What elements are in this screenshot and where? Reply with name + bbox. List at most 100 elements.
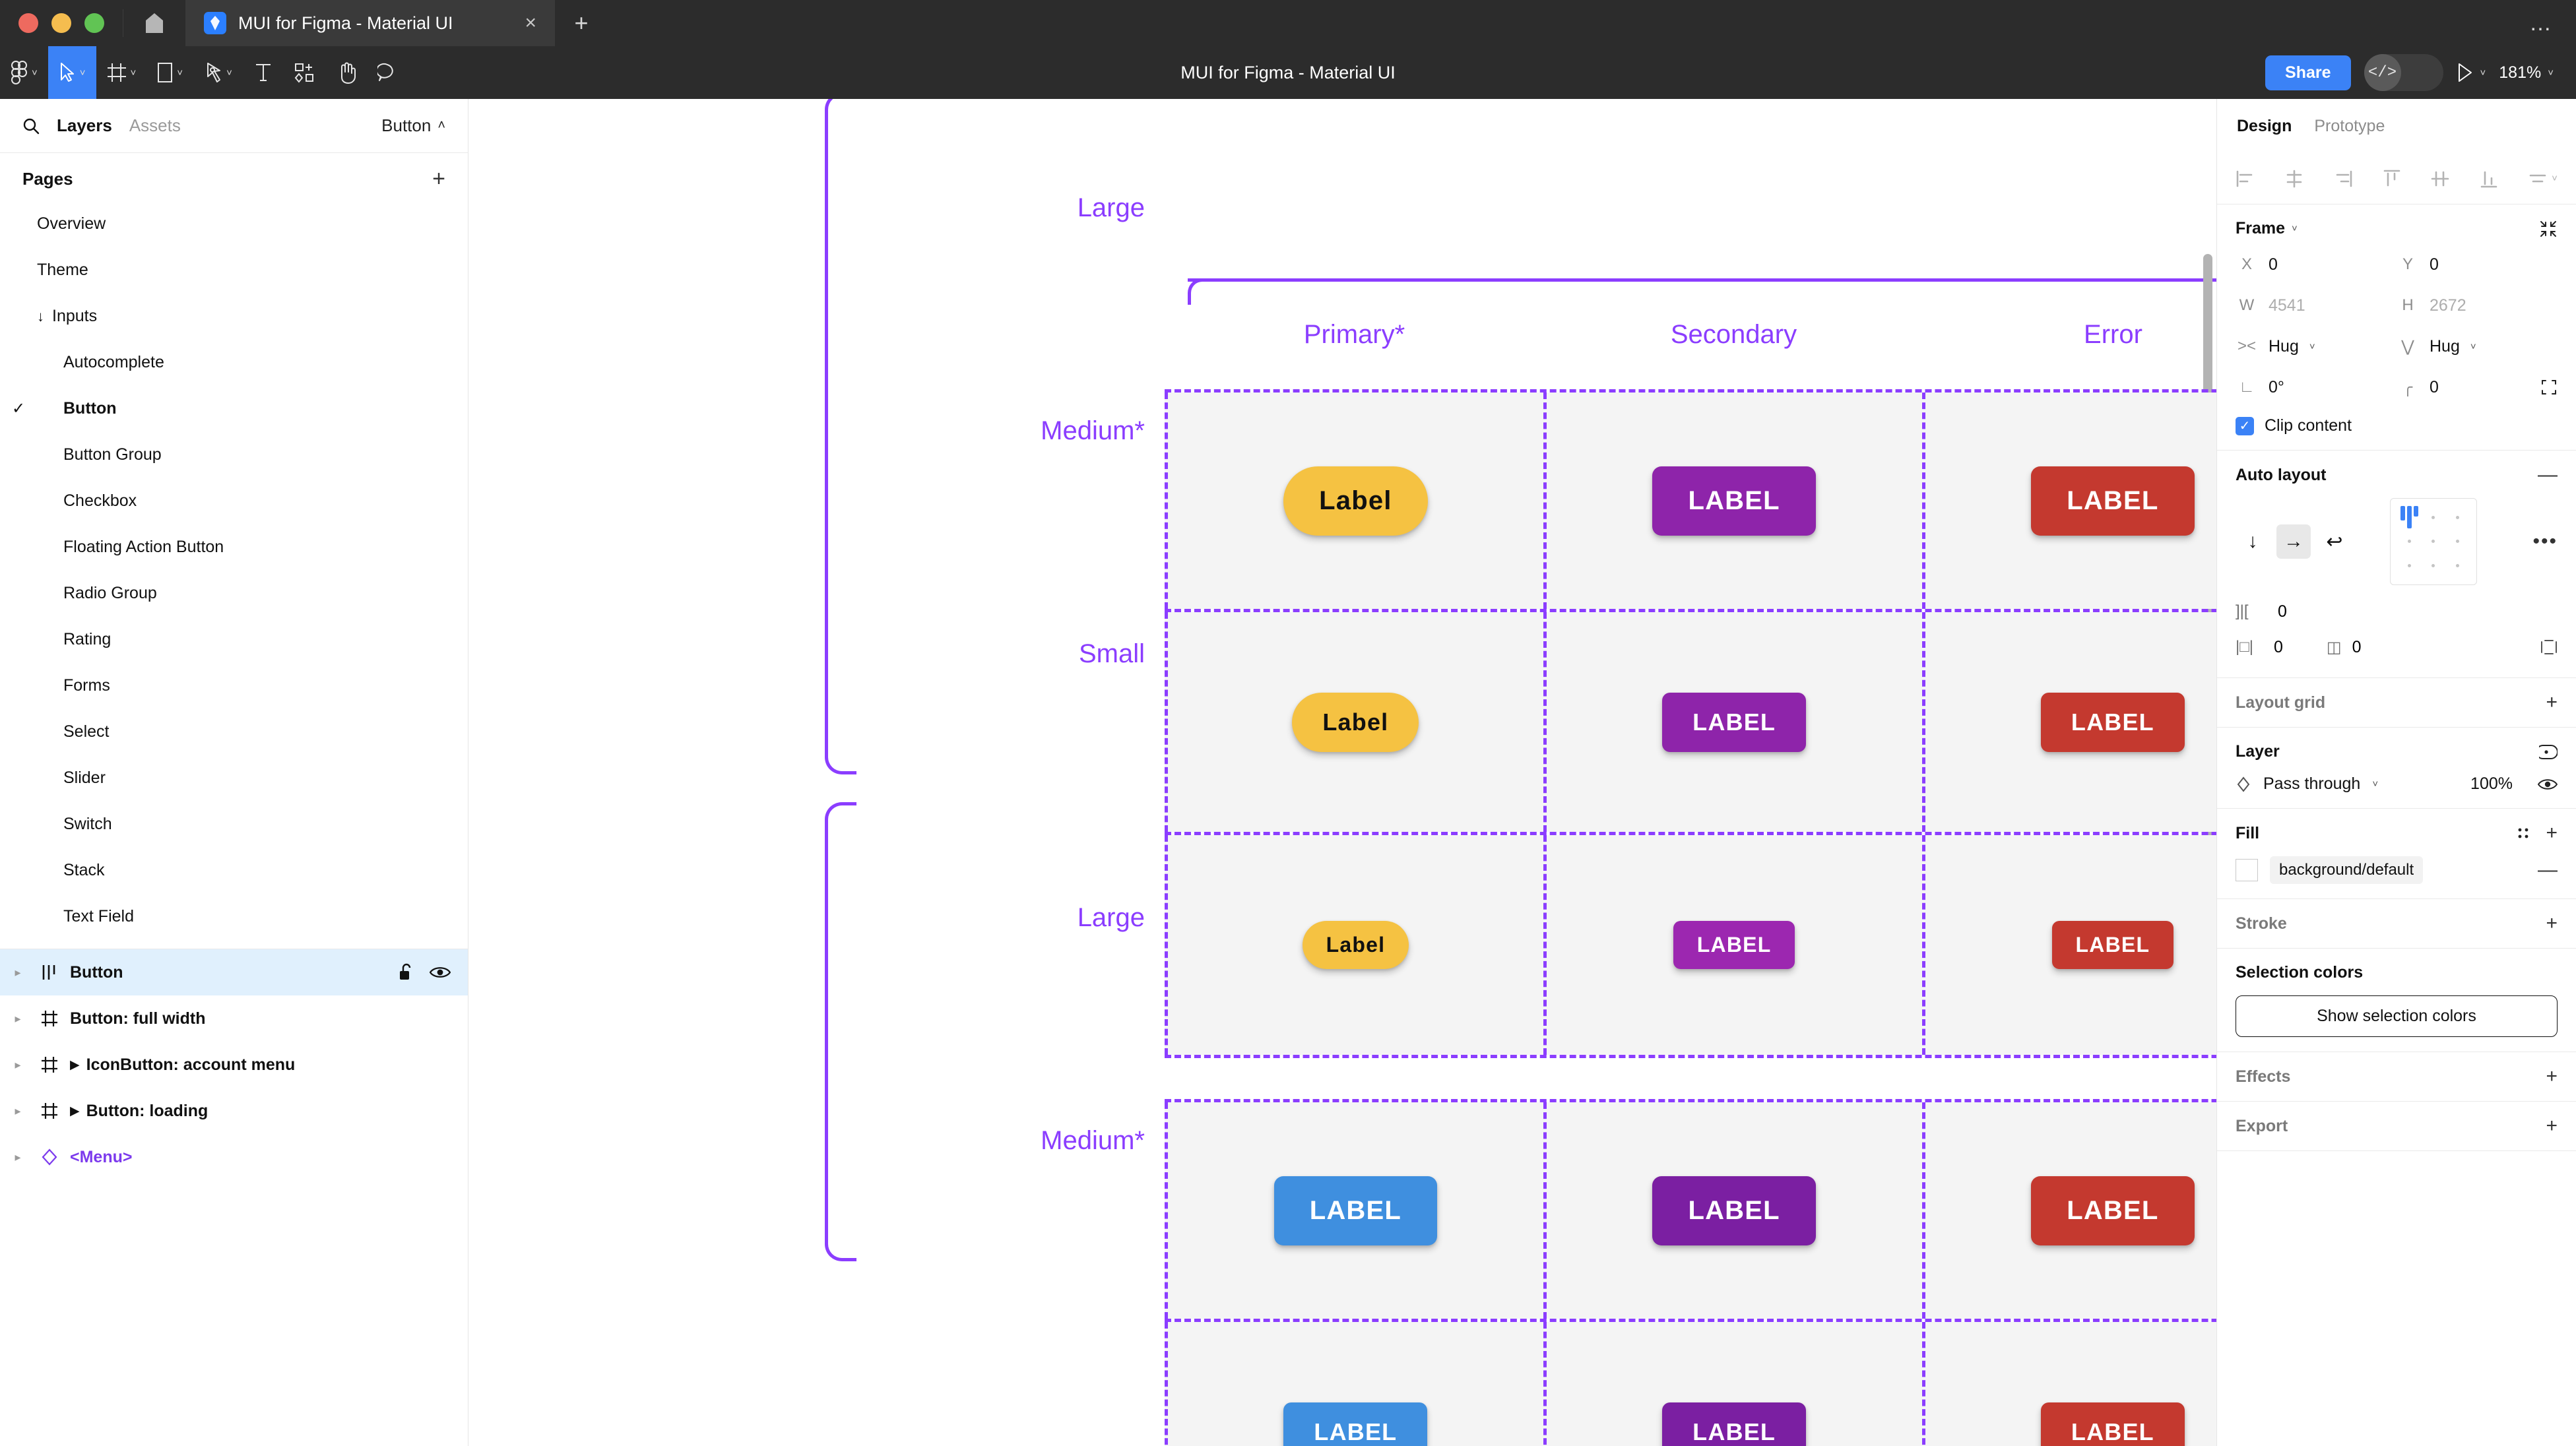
gap-value[interactable]: 0	[2278, 602, 2287, 621]
frame-width-field[interactable]: W 4541	[2236, 291, 2397, 320]
tool-figma-menu[interactable]: ˅	[0, 46, 48, 99]
tab-assets[interactable]: Assets	[129, 115, 181, 135]
frame-corner-field[interactable]: ╭ 0	[2397, 373, 2558, 402]
mui-button[interactable]: LABEL	[1283, 1402, 1428, 1446]
page-item-floating-action-button[interactable]: Floating Action Button	[0, 524, 468, 570]
independent-corners-icon[interactable]	[2540, 379, 2558, 396]
layer-row[interactable]: ▸<Menu>	[0, 1134, 468, 1180]
frame-hug-height[interactable]: ⋁ Hug ˅	[2397, 332, 2558, 361]
align-left-icon[interactable]	[2236, 169, 2255, 189]
tab-design[interactable]: Design	[2237, 116, 2292, 135]
tool-move[interactable]: ˅	[48, 46, 96, 99]
alignment-pad[interactable]	[2390, 498, 2477, 585]
direction-wrap-icon[interactable]: ↩	[2326, 530, 2343, 553]
page-item-select[interactable]: Select	[0, 708, 468, 755]
layer-row[interactable]: ▸Button: full width	[0, 995, 468, 1042]
page-item-button-group[interactable]: Button Group	[0, 431, 468, 478]
clip-content-checkbox[interactable]: ✓	[2236, 416, 2254, 435]
mui-button[interactable]: Label	[1283, 466, 1428, 536]
tool-text[interactable]	[243, 46, 284, 99]
vertical-padding-value[interactable]: 0	[2352, 637, 2362, 656]
frame-rotation-field[interactable]: ∟ 0°	[2236, 373, 2397, 402]
fill-color-swatch[interactable]	[2236, 859, 2258, 881]
mui-button[interactable]: LABEL	[1652, 466, 1816, 536]
chevron-down-icon[interactable]: ˅	[2292, 223, 2298, 234]
search-icon[interactable]	[22, 117, 40, 135]
add-page-button[interactable]: +	[432, 166, 445, 191]
page-item-button[interactable]: ✓Button	[0, 385, 468, 431]
mui-button[interactable]: LABEL	[2040, 692, 2185, 752]
page-item-radio-group[interactable]: Radio Group	[0, 570, 468, 616]
layer-row[interactable]: ▸▶Button: loading	[0, 1088, 468, 1134]
tab-layers[interactable]: Layers	[57, 115, 112, 135]
frame-x-field[interactable]: X 0	[2236, 250, 2397, 279]
fill-token-chip[interactable]: background/default	[2270, 856, 2424, 884]
frame-height-field[interactable]: H 2672	[2397, 291, 2558, 320]
auto-layout-more-button[interactable]: •••	[2532, 530, 2558, 552]
browser-tab[interactable]: MUI for Figma - Material UI ×	[185, 0, 555, 46]
window-overflow-icon[interactable]: …	[2529, 10, 2554, 36]
align-horizontal-center-icon[interactable]	[2284, 169, 2304, 189]
page-item-forms[interactable]: Forms	[0, 662, 468, 708]
unlock-icon[interactable]	[398, 963, 415, 982]
tool-shape[interactable]: ˅	[146, 46, 193, 99]
layer-expand-triangle-icon[interactable]: ▶	[70, 1057, 80, 1072]
mui-button[interactable]: LABEL	[1652, 1176, 1816, 1245]
new-tab-button[interactable]: +	[574, 9, 589, 36]
mui-button[interactable]: LABEL	[1662, 692, 1807, 752]
layer-row[interactable]: ▸Button	[0, 949, 468, 995]
style-picker-icon[interactable]	[2515, 825, 2531, 841]
layer-disclosure-icon[interactable]: ▸	[15, 1150, 21, 1164]
page-item-overview[interactable]: Overview	[0, 201, 468, 247]
mui-button[interactable]: Label	[1292, 692, 1419, 752]
align-right-icon[interactable]	[2333, 169, 2353, 189]
layer-disclosure-icon[interactable]: ▸	[15, 1057, 21, 1071]
mui-button[interactable]: LABEL	[2040, 1402, 2185, 1446]
blend-mode-value[interactable]: Pass through	[2263, 774, 2361, 793]
individual-padding-icon[interactable]	[2540, 639, 2558, 656]
align-vertical-center-icon[interactable]	[2430, 169, 2450, 189]
home-button[interactable]	[123, 0, 185, 46]
tool-hand[interactable]	[326, 46, 367, 99]
add-export-button[interactable]: +	[2546, 1115, 2558, 1137]
close-window-button[interactable]	[18, 13, 38, 33]
tool-frame[interactable]: ˅	[96, 46, 147, 99]
opacity-value[interactable]: 100%	[2470, 774, 2513, 793]
minimize-window-button[interactable]	[51, 13, 71, 33]
zoom-control[interactable]: 181% ˅	[2499, 63, 2554, 82]
layer-disclosure-icon[interactable]: ▸	[15, 965, 21, 979]
remove-auto-layout-button[interactable]: —	[2538, 464, 2558, 486]
page-item-rating[interactable]: Rating	[0, 616, 468, 662]
page-item-switch[interactable]: Switch	[0, 801, 468, 847]
eye-icon[interactable]	[430, 964, 451, 980]
design-canvas[interactable]: Container Primary*SecondaryErrorWarning …	[468, 99, 2216, 1446]
maximize-window-button[interactable]	[84, 13, 104, 33]
mui-button[interactable]: Label	[1302, 921, 1409, 969]
page-item-text-field[interactable]: Text Field	[0, 893, 468, 939]
mui-button[interactable]: LABEL	[1273, 1176, 1438, 1245]
direction-vertical-icon[interactable]: ↓	[2247, 530, 2258, 552]
page-item-checkbox[interactable]: Checkbox	[0, 478, 468, 524]
eye-icon[interactable]	[2538, 776, 2558, 792]
layer-disclosure-icon[interactable]: ▸	[15, 1104, 21, 1117]
horizontal-padding-value[interactable]: 0	[2274, 637, 2283, 656]
align-top-icon[interactable]	[2382, 169, 2402, 189]
tool-resources[interactable]	[284, 46, 326, 99]
layer-settings-icon[interactable]	[2539, 743, 2558, 761]
add-stroke-button[interactable]: +	[2546, 912, 2558, 934]
show-selection-colors-button[interactable]: Show selection colors	[2236, 995, 2558, 1037]
add-layout-grid-button[interactable]: +	[2546, 691, 2558, 713]
frame-y-field[interactable]: Y 0	[2397, 250, 2558, 279]
layer-disclosure-icon[interactable]: ▸	[15, 1011, 21, 1025]
layer-expand-triangle-icon[interactable]: ▶	[70, 1104, 80, 1118]
mui-button[interactable]: LABEL	[2051, 921, 2174, 969]
dev-mode-toggle[interactable]: </>	[2364, 54, 2443, 91]
present-button[interactable]: ˅	[2457, 63, 2486, 82]
frame-hug-width[interactable]: >< Hug ˅	[2236, 332, 2397, 361]
layer-row[interactable]: ▸▶IconButton: account menu	[0, 1042, 468, 1088]
page-item-stack[interactable]: Stack	[0, 847, 468, 893]
clip-content-row[interactable]: ✓ Clip content	[2236, 416, 2558, 435]
add-effect-button[interactable]: +	[2546, 1065, 2558, 1087]
page-item-theme[interactable]: Theme	[0, 247, 468, 293]
collapse-icon[interactable]	[2539, 220, 2558, 238]
